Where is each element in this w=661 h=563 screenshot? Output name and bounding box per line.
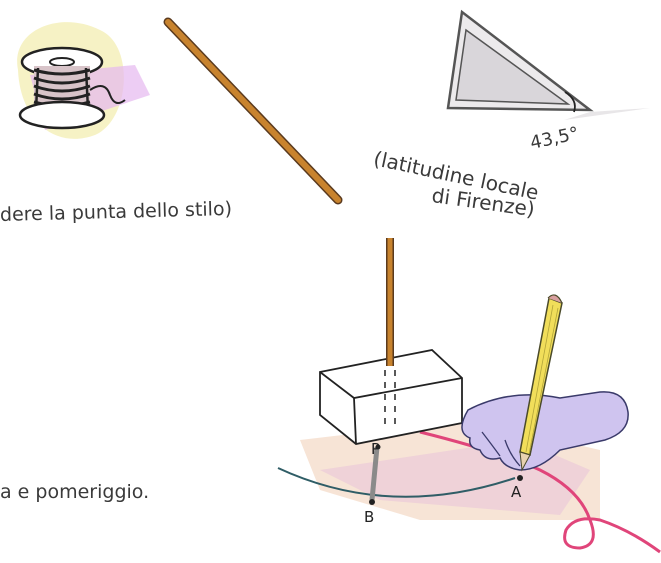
caption-morning-afternoon: a e pomeriggio. <box>0 481 150 503</box>
point-label-a: A <box>511 483 522 501</box>
point-label-b: B <box>364 508 375 526</box>
gloved-hand <box>461 391 629 471</box>
pencil <box>519 294 563 472</box>
set-square <box>446 9 650 120</box>
thread-spool <box>17 22 150 139</box>
stylus-rod <box>163 17 343 205</box>
gnomon-block <box>319 238 463 445</box>
sun-path-arc <box>277 467 516 498</box>
point-label-p: P <box>371 440 381 458</box>
shadow-line <box>369 446 380 501</box>
